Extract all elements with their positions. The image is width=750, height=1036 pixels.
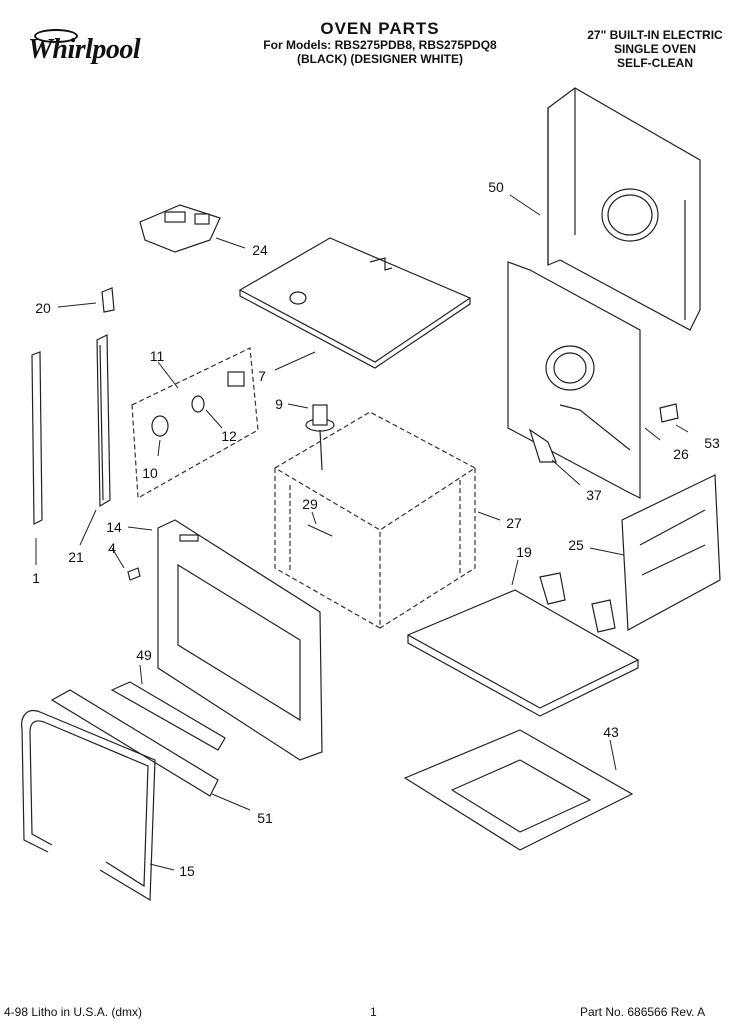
- part-number-21: 21: [68, 549, 84, 565]
- part-number-43: 43: [603, 724, 619, 740]
- part-number-50: 50: [488, 179, 504, 195]
- models-line: For Models: RBS275PDB8, RBS275PDQ8: [263, 38, 497, 52]
- part-10-knob: [151, 415, 169, 437]
- part-14-door-frame: [157, 519, 323, 761]
- part-number-49: 49: [136, 647, 152, 663]
- footer-litho: 4-98 Litho in U.S.A. (dmx): [4, 1005, 143, 1019]
- part-19-bottom-panel: [406, 572, 640, 717]
- product-line-1: 27" BUILT-IN ELECTRIC: [587, 28, 723, 42]
- part-15-door-gasket: [20, 710, 156, 902]
- part-27-oven-cavity: [273, 411, 477, 630]
- part-21-side-trim: [96, 334, 111, 508]
- product-line-3: SELF-CLEAN: [617, 56, 693, 70]
- part-number-11: 11: [149, 348, 165, 364]
- title-block: OVEN PARTS For Models: RBS275PDB8, RBS27…: [240, 19, 520, 66]
- part-number-53: 53: [704, 435, 720, 451]
- brand-logo: Whirlpool: [28, 34, 141, 65]
- part-12-knob: [191, 395, 205, 413]
- part-number-15: 15: [179, 863, 195, 879]
- part-24-switch: [139, 204, 221, 253]
- part-number-51: 51: [257, 810, 273, 826]
- footer-part-number: Part No. 686566 Rev. A: [580, 1005, 706, 1019]
- product-line-2: SINGLE OVEN: [613, 42, 696, 56]
- part-number-24: 24: [252, 242, 268, 258]
- part-9-sensor: [305, 404, 335, 471]
- part-26-oven-back: [507, 261, 641, 499]
- part-7-top-shield: [238, 237, 472, 369]
- part-1-trim-strip: [31, 351, 43, 525]
- whirlpool-logo-swoosh-icon: [34, 29, 78, 43]
- part-49-vent-trim: [110, 681, 226, 751]
- colors-line: (BLACK) (DESIGNER WHITE): [297, 52, 463, 66]
- part-number-14: 14: [106, 519, 122, 535]
- part-number-1: 1: [32, 570, 40, 586]
- product-description: 27" BUILT-IN ELECTRIC SINGLE OVEN SELF-C…: [580, 28, 730, 70]
- part-51-door-handle: [50, 689, 219, 797]
- page-title: OVEN PARTS: [320, 19, 440, 38]
- part-number-10: 10: [142, 465, 158, 481]
- part-number-7: 7: [258, 368, 266, 384]
- part-number-19: 19: [516, 544, 532, 560]
- part-20-clip: [101, 287, 115, 313]
- part-43-drawer: [403, 729, 634, 851]
- part-number-25: 25: [568, 537, 584, 553]
- part-29-rack-support: [307, 524, 333, 537]
- part-number-29: 29: [302, 496, 318, 512]
- part-number-26: 26: [673, 446, 689, 462]
- part-number-4: 4: [108, 540, 116, 556]
- part-number-27: 27: [506, 515, 522, 531]
- part-number-20: 20: [35, 300, 51, 316]
- part-25-side-panel: [621, 474, 721, 631]
- part-53-bracket: [659, 403, 679, 423]
- part-50-rear-panel: [547, 87, 701, 331]
- footer-page-number: 1: [370, 1005, 377, 1019]
- part-number-9: 9: [275, 396, 283, 412]
- part-number-12: 12: [221, 428, 237, 444]
- part-11-knob: [227, 371, 245, 387]
- part-number-37: 37: [586, 487, 602, 503]
- part-4-screw: [127, 567, 141, 581]
- part-37-element-clip: [528, 428, 557, 463]
